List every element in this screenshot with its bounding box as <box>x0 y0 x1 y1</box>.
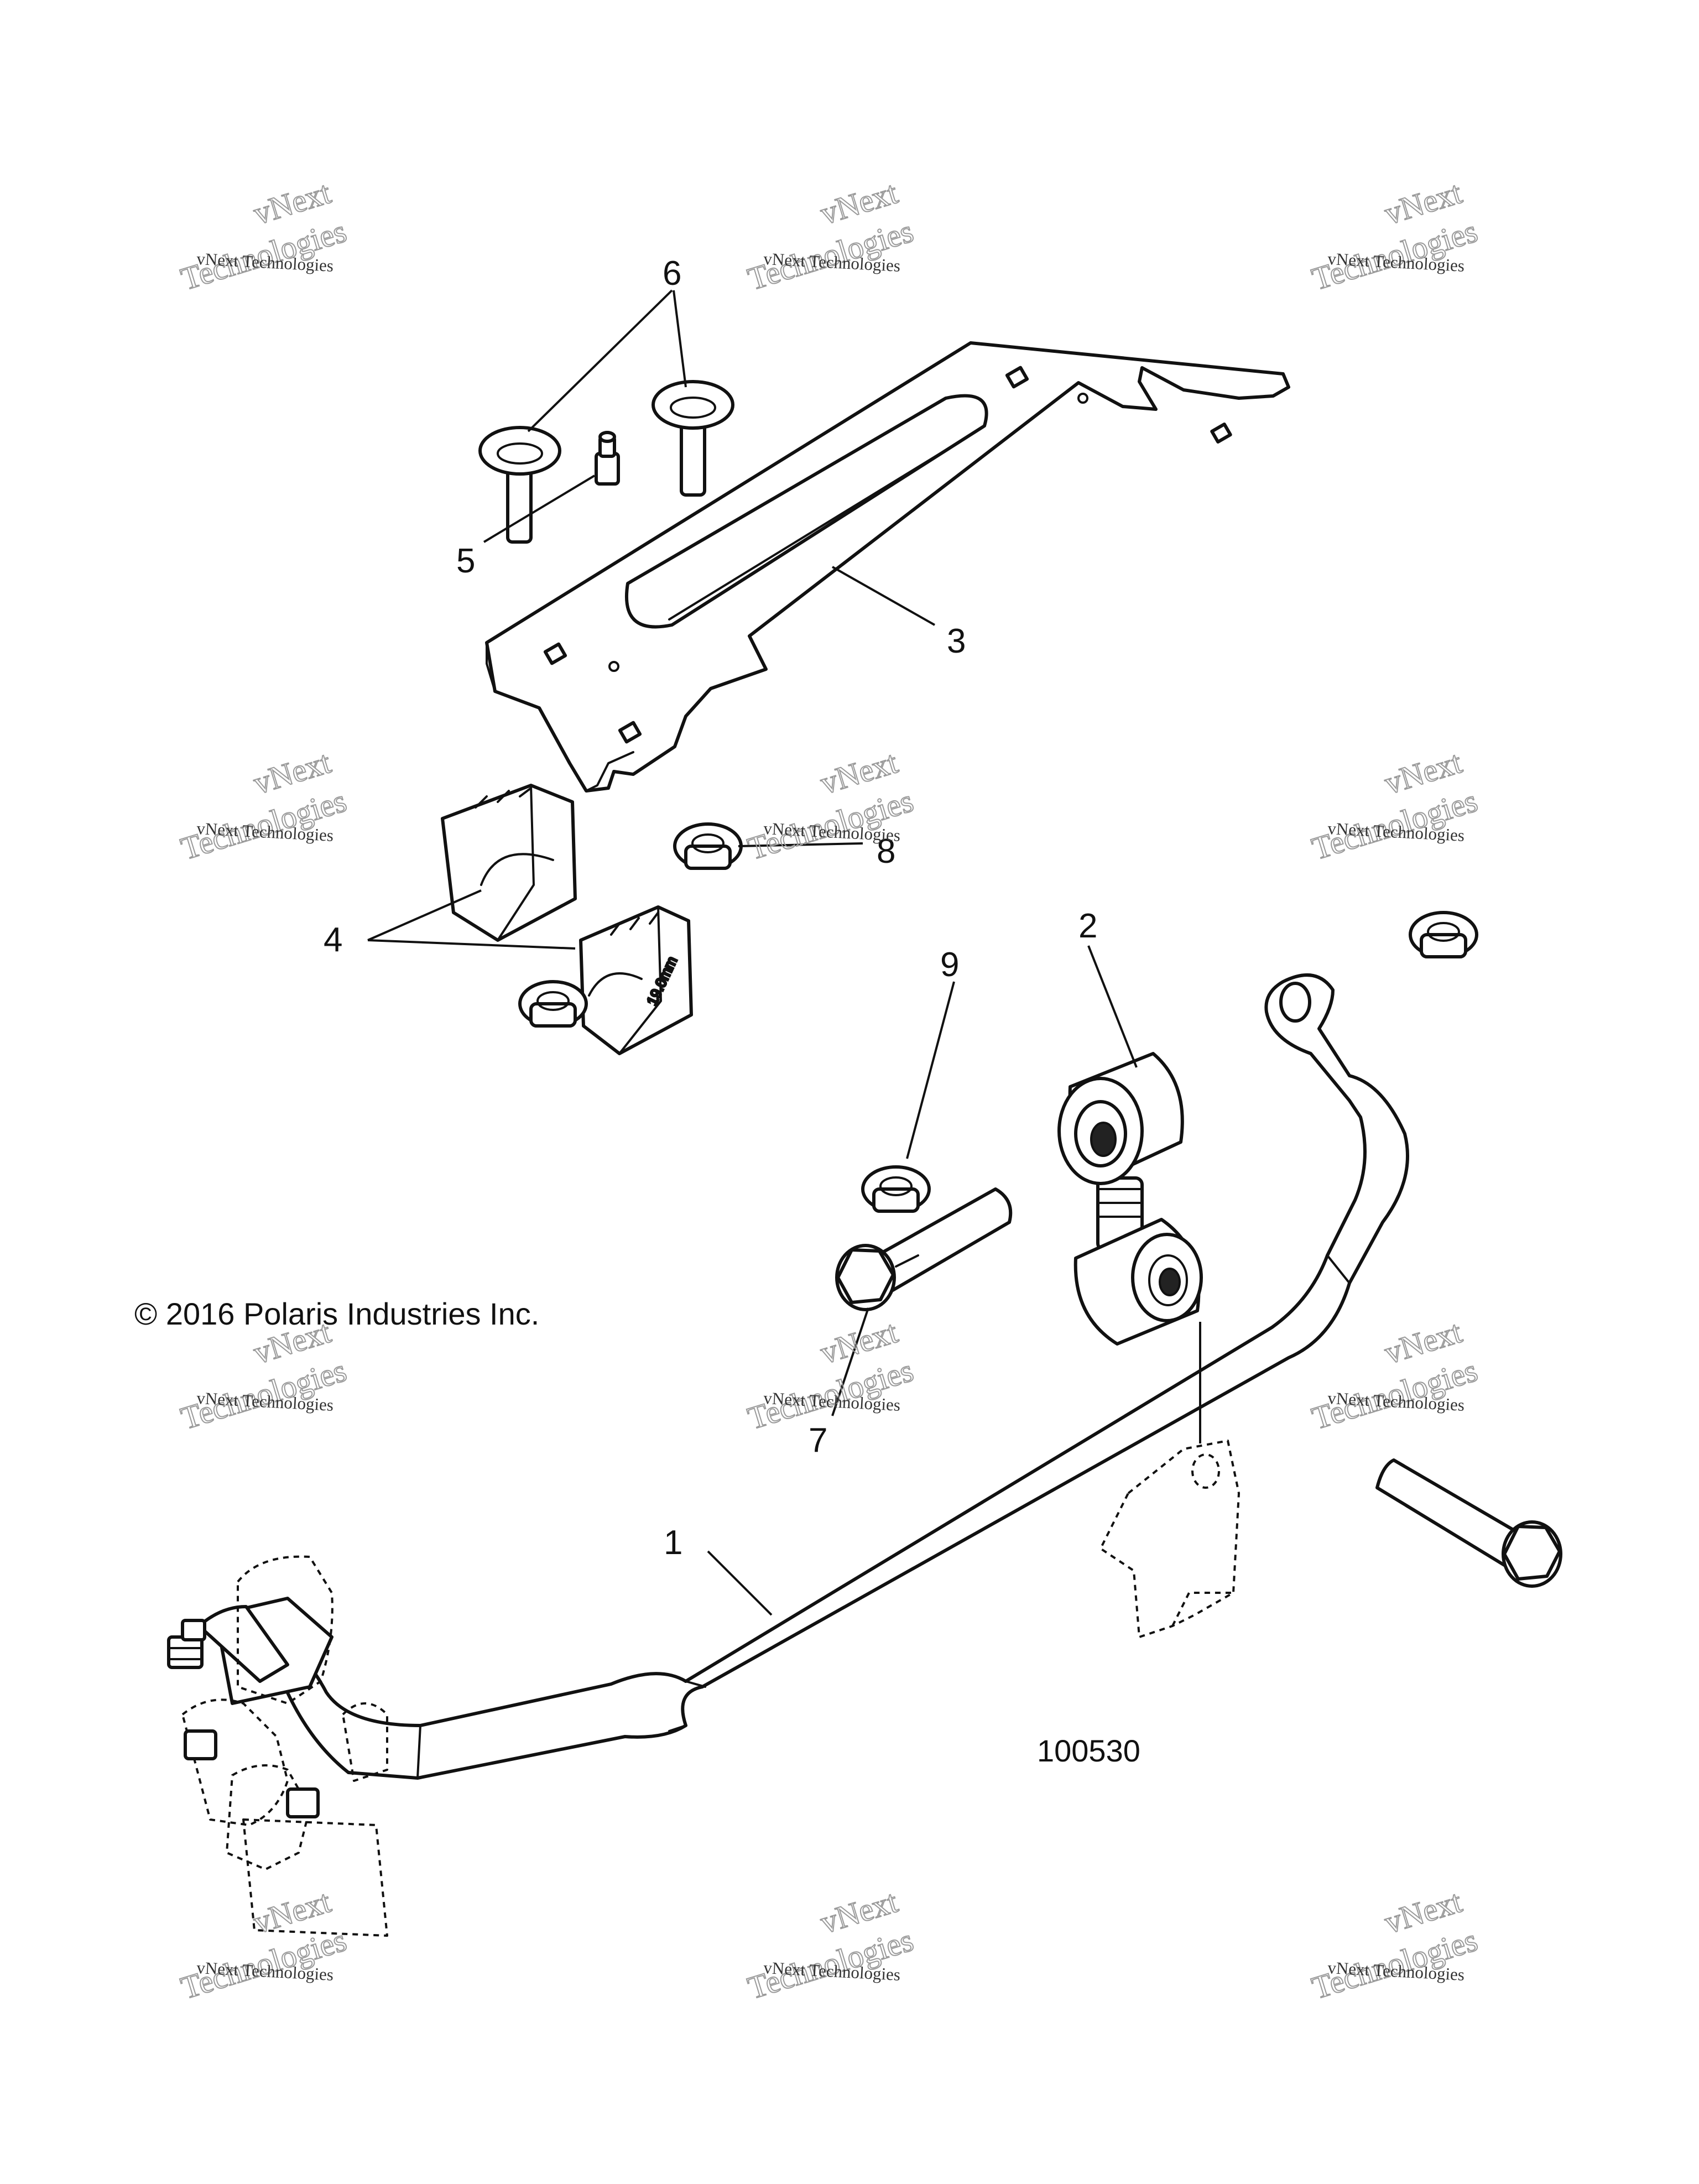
carriage-bolt-right <box>652 380 734 497</box>
frame-mount-ghost-left <box>181 1555 388 1937</box>
grease-fitting <box>595 431 620 486</box>
frame-mount-ghost-right <box>1099 1440 1240 1638</box>
bar-end-link <box>167 1597 333 1705</box>
flange-bolt-right <box>1375 1458 1562 1588</box>
flange-nut-8 <box>673 822 743 870</box>
callout-7: 7 <box>809 1421 827 1460</box>
mounting-bracket <box>485 341 1290 793</box>
flange-bolt-7 <box>835 1187 1013 1311</box>
callout-8: 8 <box>877 832 895 871</box>
copyright-text: © 2016 Polaris Industries Inc. <box>134 1296 539 1331</box>
callout-3: 3 <box>947 622 966 660</box>
diagram-number: 100530 <box>1037 1733 1140 1768</box>
carriage-bolt-left <box>478 426 561 544</box>
callout-4: 4 <box>324 921 342 959</box>
callout-9: 9 <box>940 946 959 984</box>
flange-nut-left <box>518 980 588 1028</box>
callout-labels: 1 2 3 4 5 6 7 8 9 <box>324 254 1097 1562</box>
callout-6: 6 <box>663 254 681 293</box>
flange-nut-right <box>1409 911 1478 958</box>
callout-2: 2 <box>1078 907 1097 945</box>
flange-nut-9 <box>861 1165 931 1213</box>
stabilizer-bar <box>236 973 1409 1780</box>
leader-lines <box>367 289 1201 1616</box>
stabilizer-link <box>1057 1052 1203 1346</box>
bushing-lower: 19.0mm <box>579 905 693 1055</box>
callout-1: 1 <box>664 1524 682 1562</box>
callout-5: 5 <box>456 542 475 580</box>
bushing-upper <box>441 784 577 942</box>
